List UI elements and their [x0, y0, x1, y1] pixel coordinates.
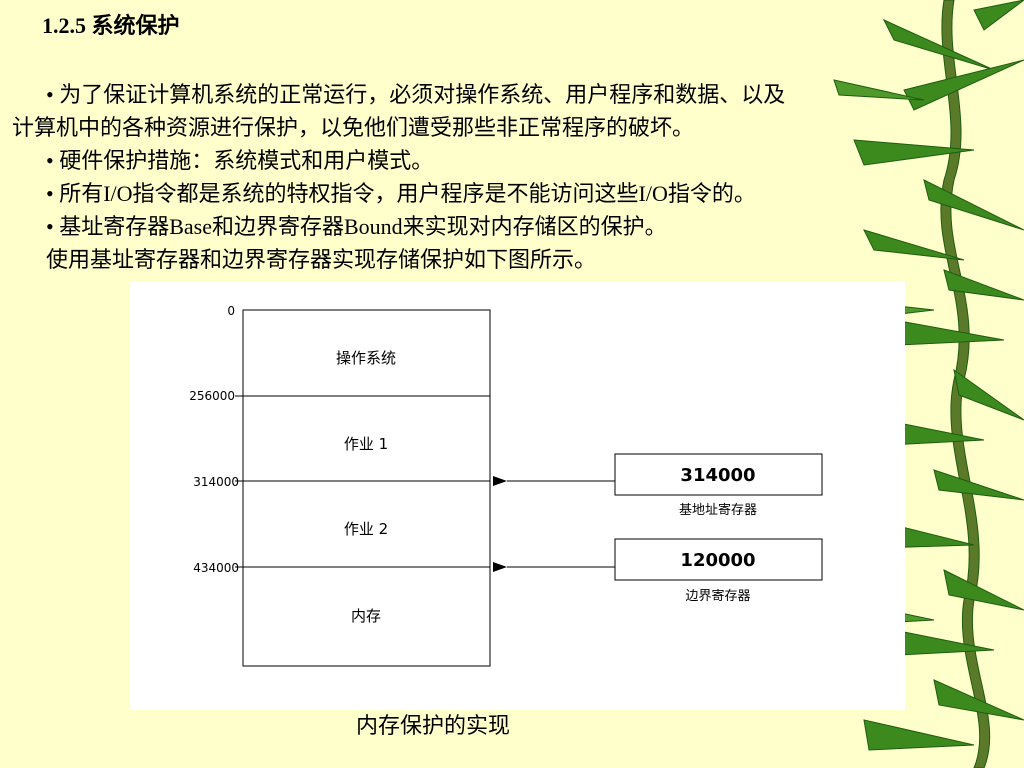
- bullet-line-1: • 为了保证计算机系统的正常运行，必须对操作系统、用户程序和数据、以及: [46, 82, 786, 107]
- bullet-line-3: • 硬件保护措施：系统模式和用户模式。: [46, 148, 434, 173]
- bullet-line-4: • 所有I/O指令都是系统的特权指令，用户程序是不能访问这些I/O指令的。: [46, 181, 756, 206]
- address-label-256000: 256000: [189, 389, 235, 403]
- address-label-0: 0: [227, 304, 235, 318]
- segment-job1: 作业 1: [344, 435, 388, 453]
- bound-register-box: [614, 538, 823, 581]
- bullet-line-5: • 基址寄存器Base和边界寄存器Bound来实现对内存储区的保护。: [46, 214, 667, 239]
- memory-protection-figure: 0 256000 314000 434000 操作系统 作业 1 作业 2 内存…: [130, 282, 905, 710]
- memory-column: [242, 309, 491, 667]
- address-label-434000: 434000: [193, 561, 239, 575]
- slide-body: • 为了保证计算机系统的正常运行，必须对操作系统、用户程序和数据、以及 计算机中…: [12, 78, 1022, 276]
- base-register-label: 基地址寄存器: [679, 502, 757, 518]
- bullet-line-6: 使用基址寄存器和边界寄存器实现存储保护如下图所示。: [46, 247, 597, 272]
- figure-caption: 内存保护的实现: [356, 713, 511, 738]
- memory-diagram: 0 256000 314000 434000 操作系统 作业 1 作业 2 内存…: [189, 304, 823, 667]
- slide-title: 1.2.5 系统保护: [42, 13, 180, 38]
- base-register-box: [614, 453, 823, 496]
- base-register-value: 314000: [680, 465, 755, 486]
- bullet-line-2: 计算机中的各种资源进行保护，以免他们遭受那些非正常程序的破坏。: [12, 115, 695, 140]
- segment-job2: 作业 2: [344, 520, 388, 538]
- address-label-314000: 314000: [193, 475, 239, 489]
- bound-register-label: 边界寄存器: [685, 588, 750, 604]
- segment-memory: 内存: [351, 607, 381, 625]
- segment-os: 操作系统: [336, 349, 396, 367]
- bound-register-value: 120000: [680, 550, 755, 571]
